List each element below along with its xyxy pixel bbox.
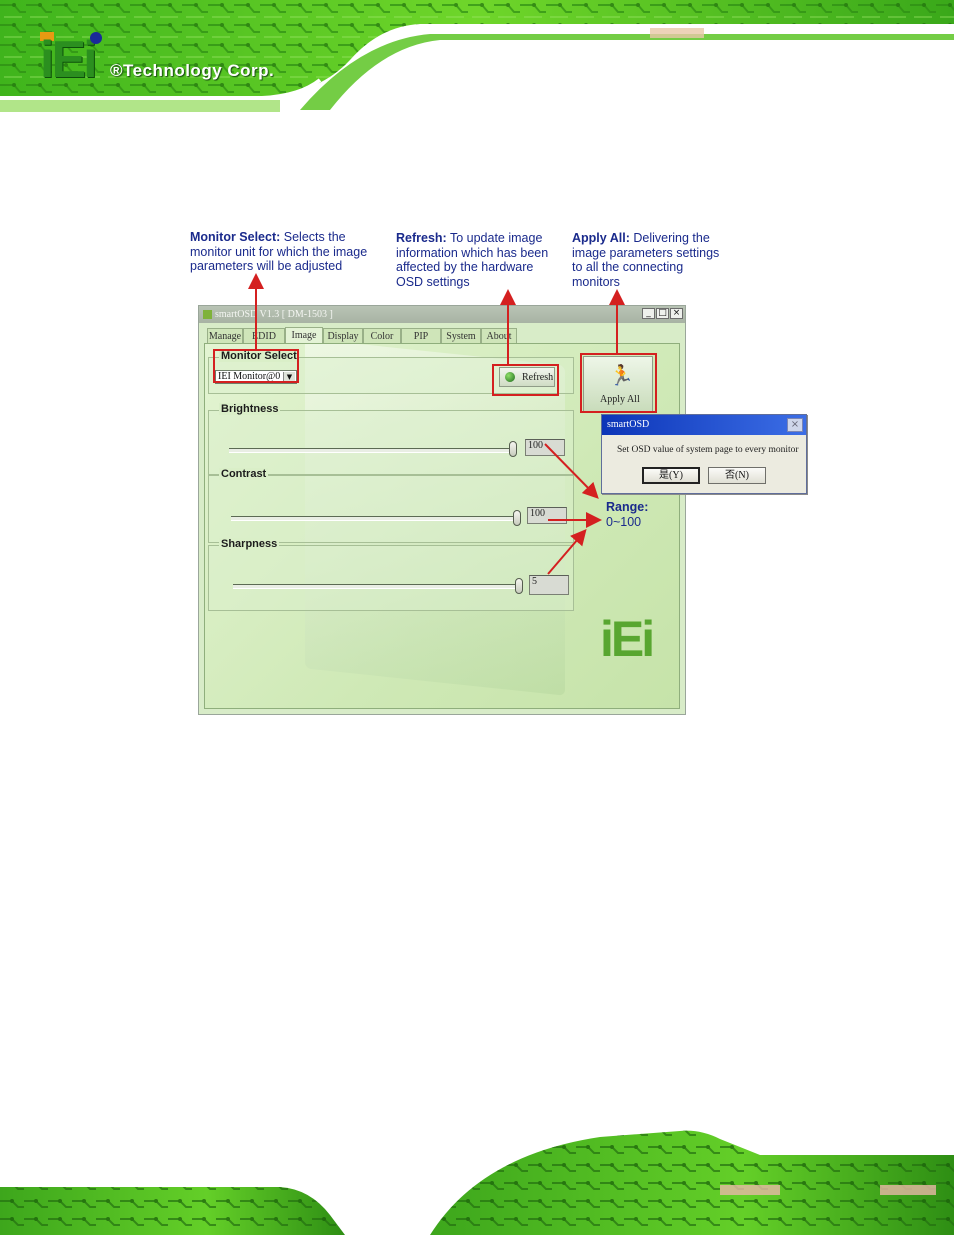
company-name: ®Technology Corp. bbox=[110, 61, 275, 80]
refresh-highlight bbox=[492, 364, 559, 396]
brightness-slider-track[interactable] bbox=[229, 448, 517, 453]
chevron-down-icon[interactable]: ▼ bbox=[283, 372, 295, 382]
monitor-select-highlight bbox=[213, 349, 299, 383]
close-icon[interactable]: × bbox=[787, 418, 803, 432]
contrast-group: Contrast 100 bbox=[208, 468, 574, 543]
apply-all-highlight bbox=[580, 353, 657, 413]
callout-monitor-select: Monitor Select: Selects the monitor unit… bbox=[190, 230, 368, 273]
sharpness-label: Sharpness bbox=[219, 538, 280, 550]
brightness-slider-thumb[interactable] bbox=[509, 441, 517, 457]
tab-pip[interactable]: PIP bbox=[401, 328, 441, 344]
contrast-slider-thumb[interactable] bbox=[513, 510, 521, 526]
footer-band bbox=[0, 1125, 954, 1235]
close-icon[interactable]: × bbox=[670, 308, 683, 319]
tab-edid[interactable]: EDID bbox=[243, 328, 285, 344]
brightness-value-field[interactable]: 100 bbox=[525, 439, 565, 456]
range-annotation: Range: 0~100 bbox=[606, 500, 649, 529]
tab-about[interactable]: About bbox=[481, 328, 517, 344]
dialog-titlebar[interactable]: smartOSD × bbox=[602, 415, 806, 435]
window-title: smartOSD V1.3 [ DM-1503 ] bbox=[215, 309, 333, 320]
running-man-icon: 🏃 bbox=[609, 363, 634, 387]
monitor-select-label: Monitor Select bbox=[219, 350, 299, 362]
header-circuit-graphic bbox=[0, 0, 954, 112]
monitor-select-group: Monitor Select IEI Monitor@0 ▼ Refresh bbox=[208, 350, 574, 394]
callout-apply-all: Apply All: Delivering the image paramete… bbox=[572, 231, 720, 289]
tab-color[interactable]: Color bbox=[363, 328, 401, 344]
confirm-dialog: smartOSD × Set OSD value of system page … bbox=[601, 414, 807, 494]
yes-button[interactable]: 是(Y) bbox=[642, 467, 700, 484]
company-logo: iEi bbox=[40, 31, 98, 89]
logo-square bbox=[40, 32, 54, 41]
header-band: iEi ®Technology Corp. bbox=[0, 0, 954, 112]
contrast-label: Contrast bbox=[219, 468, 269, 480]
refresh-icon bbox=[505, 372, 515, 382]
app-icon bbox=[203, 310, 212, 319]
sharpness-slider-thumb[interactable] bbox=[515, 578, 523, 594]
brightness-group: Brightness 100 bbox=[208, 403, 574, 475]
tab-display[interactable]: Display bbox=[323, 328, 363, 344]
dialog-message: Set OSD value of system page to every mo… bbox=[617, 445, 799, 455]
minimize-icon[interactable]: _ bbox=[642, 308, 655, 319]
contrast-value-field[interactable]: 100 bbox=[527, 507, 567, 524]
window-titlebar[interactable]: smartOSD V1.3 [ DM-1503 ] _ □ × bbox=[199, 306, 685, 323]
tab-image[interactable]: Image bbox=[285, 327, 323, 345]
brightness-label: Brightness bbox=[219, 403, 281, 415]
maximize-icon[interactable]: □ bbox=[656, 308, 669, 319]
contrast-slider-track[interactable] bbox=[231, 516, 521, 521]
tab-manage[interactable]: Manage bbox=[207, 328, 243, 344]
refresh-button[interactable]: Refresh bbox=[499, 367, 555, 387]
apply-all-button[interactable]: 🏃 Apply All bbox=[583, 356, 653, 412]
sharpness-slider-track[interactable] bbox=[233, 584, 523, 589]
monitor-select-dropdown[interactable]: IEI Monitor@0 ▼ bbox=[215, 370, 297, 384]
sharpness-value-field[interactable]: 5 bbox=[529, 575, 569, 595]
footer-circuit-graphic bbox=[0, 1125, 954, 1235]
no-button[interactable]: 否(N) bbox=[708, 467, 766, 484]
tab-system[interactable]: System bbox=[441, 328, 481, 344]
image-panel: Monitor Select IEI Monitor@0 ▼ Refresh 🏃… bbox=[204, 343, 680, 709]
sharpness-group: Sharpness 5 bbox=[208, 538, 574, 611]
callout-refresh: Refresh: To update image information whi… bbox=[396, 231, 549, 289]
iei-logo: iEi bbox=[600, 611, 655, 667]
logo-dot bbox=[90, 32, 102, 44]
smartosd-window: smartOSD V1.3 [ DM-1503 ] _ □ × Manage E… bbox=[198, 305, 686, 715]
